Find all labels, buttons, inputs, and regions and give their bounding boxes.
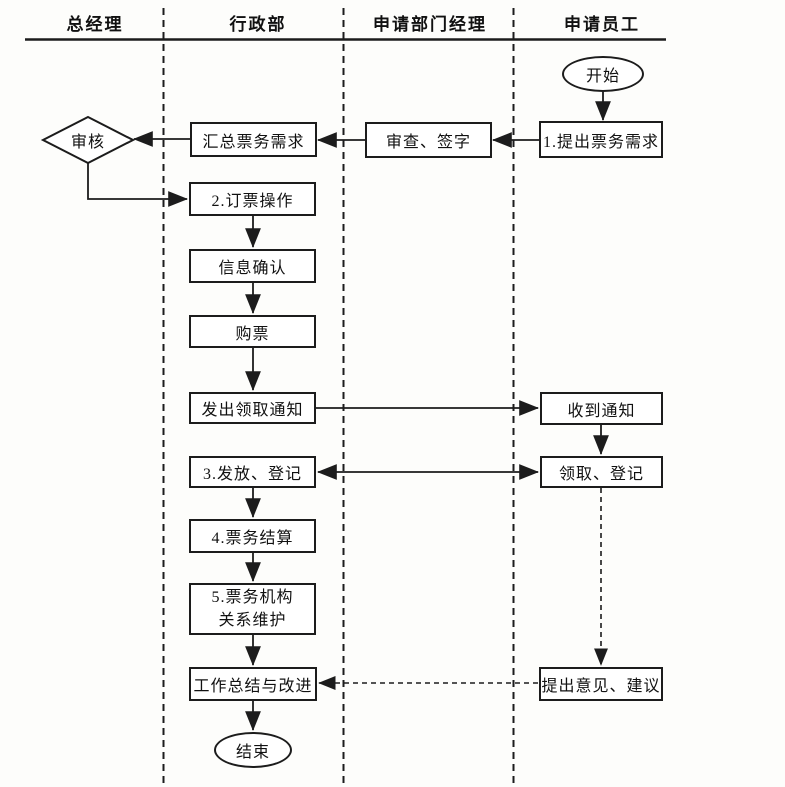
node-booking-operation: 2.订票操作 xyxy=(189,182,316,216)
node-work-summary-improvement: 工作总结与改进 xyxy=(189,667,317,701)
audit-diamond-shape xyxy=(40,115,136,165)
node-summarize-ticket-needs: 汇总票务需求 xyxy=(190,122,317,157)
node-send-pickup-notice: 发出领取通知 xyxy=(189,392,316,424)
node-agency-line2: 关系维护 xyxy=(218,612,287,629)
node-audit-decision-label: 审核 xyxy=(70,134,105,151)
lane-header-applicant-dept-manager: 申请部门经理 xyxy=(373,14,487,34)
node-agency-relationship-maintenance: 5.票务机构 关系维护 xyxy=(189,583,316,635)
node-ticket-settlement: 4.票务结算 xyxy=(189,519,316,553)
node-submit-opinions-suggestions: 提出意见、建议 xyxy=(539,667,663,701)
node-review-sign: 审查、签字 xyxy=(365,122,492,158)
node-information-confirm: 信息确认 xyxy=(189,249,316,283)
end-node: 结束 xyxy=(214,732,292,768)
arrow-audit-to-booking xyxy=(87,163,188,207)
node-collect-register: 领取、登记 xyxy=(540,456,663,488)
node-purchase-ticket: 购票 xyxy=(189,315,316,348)
node-receive-notice: 收到通知 xyxy=(540,392,663,425)
node-distribute-register: 3.发放、登记 xyxy=(189,456,316,488)
lane-header-admin-department: 行政部 xyxy=(229,14,287,34)
start-node: 开始 xyxy=(562,56,644,92)
node-agency-line1: 5.票务机构 xyxy=(211,588,294,606)
lane-header-general-manager: 总经理 xyxy=(66,14,124,34)
node-submit-ticket-request: 1.提出票务需求 xyxy=(539,121,663,158)
lane-header-applicant-employee: 申请员工 xyxy=(564,14,640,34)
